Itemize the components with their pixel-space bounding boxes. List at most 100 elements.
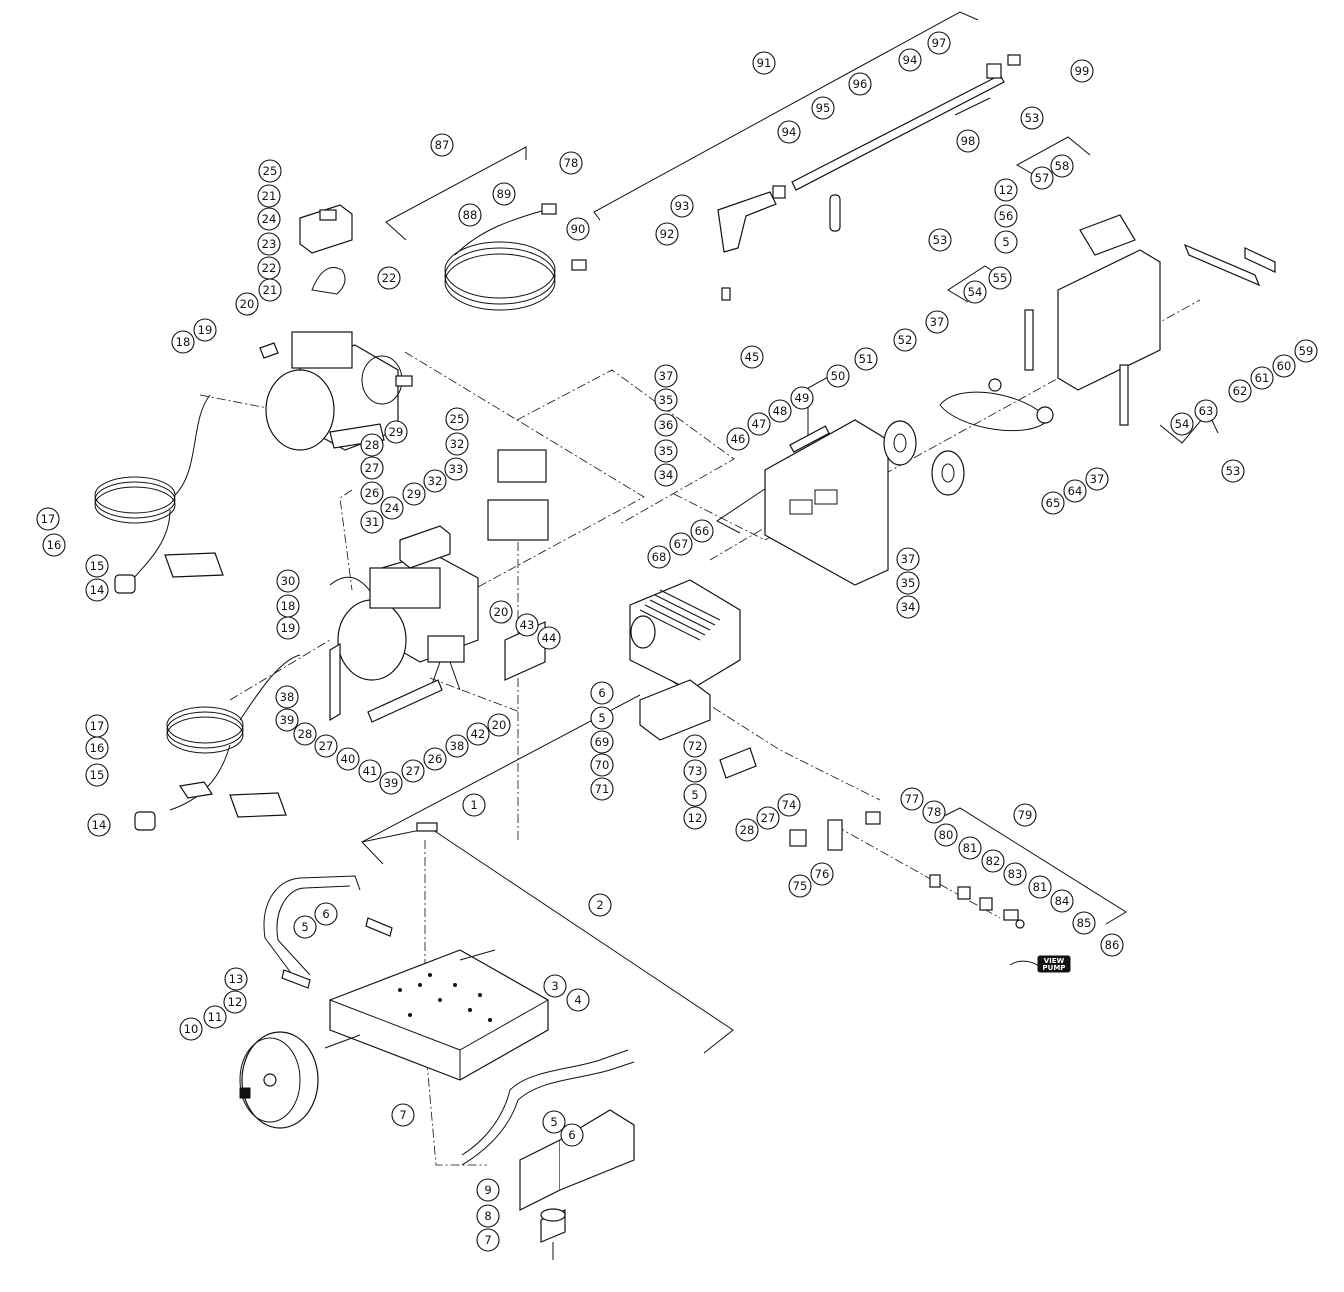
callout-number: 28 (740, 823, 755, 837)
callout-28: 28 (735, 818, 759, 842)
callout-70: 70 (590, 753, 614, 777)
callout-number: 27 (319, 739, 334, 753)
callout-circle (1170, 412, 1194, 436)
callout-31: 31 (360, 510, 384, 534)
callout-53: 53 (1020, 106, 1044, 130)
motor-lower (329, 449, 549, 723)
callout-number: 99 (1075, 64, 1090, 78)
callout-number: 38 (280, 690, 295, 704)
callout-number: 77 (905, 792, 920, 806)
callout-75: 75 (788, 874, 812, 898)
callout-number: 63 (1199, 404, 1214, 418)
callout-72: 72 (683, 734, 707, 758)
pulley-50 (883, 420, 917, 466)
callout-circle (492, 182, 516, 206)
callout-79: 79 (1013, 803, 1037, 827)
callout-number: 94 (903, 53, 918, 67)
callout-26: 26 (360, 481, 384, 505)
callout-number: 91 (757, 56, 772, 70)
callout-circle (85, 554, 109, 578)
callout-number: 17 (90, 719, 105, 733)
callout-circle (402, 482, 426, 506)
callout-5: 5 (293, 915, 317, 939)
callout-20: 20 (489, 600, 513, 624)
callout-94: 94 (777, 120, 801, 144)
callout-circle (756, 806, 780, 830)
callout-number: 5 (691, 788, 698, 802)
callout-2: 2 (588, 893, 612, 917)
callout-circle (994, 230, 1018, 254)
callout-42: 42 (466, 722, 490, 746)
callout-circle (956, 129, 980, 153)
callout-number: 78 (927, 805, 942, 819)
callout-circle (588, 893, 612, 917)
callout-circle (928, 228, 952, 252)
handle-13 (263, 875, 361, 939)
callout-93: 93 (670, 194, 694, 218)
callout-circle (690, 519, 714, 543)
callout-circle (384, 420, 408, 444)
callout-circle (430, 133, 454, 157)
callout-circle (1041, 491, 1065, 515)
callout-number: 3 (551, 979, 558, 993)
callout-number: 86 (1105, 938, 1120, 952)
callout-circle (994, 178, 1018, 202)
callout-circle (377, 266, 401, 290)
callout-12: 12 (994, 178, 1018, 202)
callout-circle (276, 569, 300, 593)
callout-circle (293, 915, 317, 939)
callout-number: 59 (1299, 344, 1314, 358)
callout-number: 36 (659, 418, 674, 432)
plug-14-lower (134, 811, 156, 831)
pressure-switch-32 (487, 499, 549, 541)
callout-91: 91 (752, 51, 776, 75)
callout-circle (193, 318, 217, 342)
callout-27: 27 (756, 806, 780, 830)
callout-circle (566, 988, 590, 1012)
callout-50: 50 (826, 364, 850, 388)
callout-45: 45 (740, 345, 764, 369)
callout-number: 71 (595, 782, 610, 796)
callout-number: 92 (660, 227, 675, 241)
callout-number: 18 (176, 335, 191, 349)
callout-number: 26 (428, 752, 443, 766)
callout-7: 7 (476, 1228, 500, 1252)
callout-88: 88 (458, 203, 482, 227)
callout-38: 38 (275, 685, 299, 709)
callout-circle (752, 51, 776, 75)
callout-number: 5 (301, 920, 308, 934)
callout-number: 48 (773, 404, 788, 418)
callout-number: 9 (484, 1183, 491, 1197)
callout-number: 65 (1046, 496, 1061, 510)
callout-circle (358, 759, 382, 783)
callout-number: 75 (793, 879, 808, 893)
callout-circle (1003, 862, 1027, 886)
callout-number: 23 (262, 237, 277, 251)
callout-number: 55 (993, 271, 1008, 285)
callout-circle (810, 862, 834, 886)
clip-1 (416, 822, 438, 832)
callout-circle (683, 734, 707, 758)
callout-number: 83 (1008, 867, 1023, 881)
junction-box (427, 635, 465, 663)
callout-number: 61 (1255, 371, 1270, 385)
hub-52 (988, 378, 1002, 392)
decal-lower (229, 792, 287, 818)
callout-circle (670, 194, 694, 218)
callout-circle (811, 96, 835, 120)
motor-upper (259, 204, 413, 451)
callout-circle (379, 771, 403, 795)
callout-number: 27 (761, 811, 776, 825)
callout-number: 38 (450, 739, 465, 753)
callout-number: 46 (731, 432, 746, 446)
callout-circle (1100, 933, 1124, 957)
callout-circle (981, 849, 1005, 873)
callout-6: 6 (590, 681, 614, 705)
callout-17: 17 (85, 714, 109, 738)
callout-71: 71 (590, 777, 614, 801)
fitting-94a (772, 185, 786, 199)
callout-35: 35 (896, 571, 920, 595)
callout-number: 95 (816, 101, 831, 115)
callout-number: 30 (281, 574, 296, 588)
callout-37: 37 (896, 547, 920, 571)
